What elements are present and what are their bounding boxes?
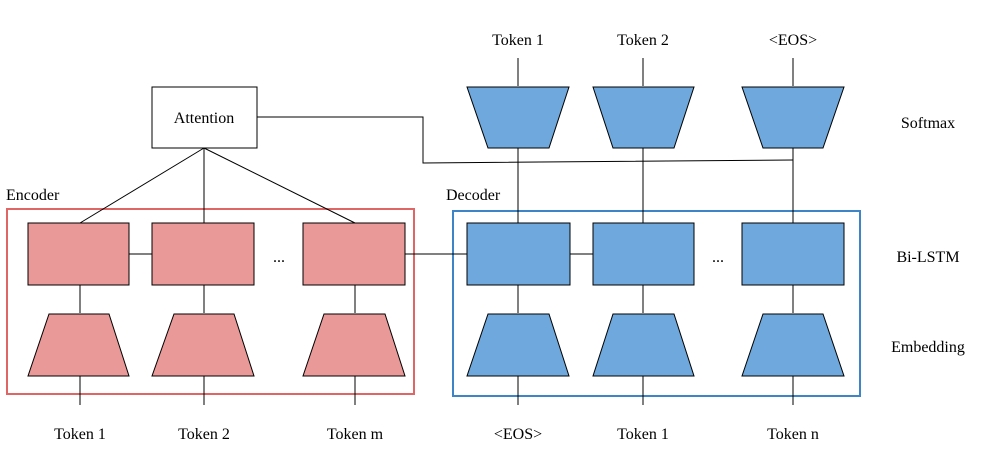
decoder-output-token: Token 2 xyxy=(617,32,669,49)
decoder-frame xyxy=(452,210,861,397)
decoder-label: Decoder xyxy=(446,187,501,204)
connections xyxy=(79,58,794,405)
encoder-embedding xyxy=(302,313,406,377)
decoder-input-token: Token 1 xyxy=(617,426,669,443)
layer-label-embedding: Embedding xyxy=(891,339,965,356)
decoder-output-token: <EOS> xyxy=(769,32,817,49)
layer-label-softmax: Softmax xyxy=(901,115,955,132)
decoder-embedding xyxy=(592,313,695,377)
encoder-input-token: Token 2 xyxy=(178,426,230,443)
encoder-ellipsis: ... xyxy=(273,249,285,266)
attention-label: Attention xyxy=(174,110,234,127)
softmax-block xyxy=(592,86,695,149)
encoder-embedding xyxy=(27,313,130,377)
encoder-frame xyxy=(6,208,415,395)
decoder-input-token: Token n xyxy=(767,426,819,443)
encoder-lstm-cell xyxy=(27,222,130,286)
encoder-input-token: Token m xyxy=(327,426,384,443)
attention-box xyxy=(151,86,258,149)
encoder-lstm-cell xyxy=(151,222,255,286)
decoder-ellipsis: ... xyxy=(712,249,724,266)
layer-label-bilstm: Bi-LSTM xyxy=(896,249,959,266)
encoder-label: Encoder xyxy=(6,187,60,204)
decoder-output-token: Token 1 xyxy=(492,32,544,49)
decoder-lstm-cell xyxy=(592,222,695,286)
softmax-block xyxy=(741,86,845,149)
decoder-embedding xyxy=(741,313,845,377)
encoder-embedding xyxy=(151,313,255,377)
decoder-lstm-cell xyxy=(466,222,571,286)
decoder-embedding xyxy=(466,313,570,377)
encoder-lstm-cell xyxy=(302,222,406,286)
decoder-input-token: <EOS> xyxy=(494,426,542,443)
encoder-input-token: Token 1 xyxy=(54,426,106,443)
decoder-lstm-cell xyxy=(741,222,845,286)
softmax-block xyxy=(466,86,570,149)
